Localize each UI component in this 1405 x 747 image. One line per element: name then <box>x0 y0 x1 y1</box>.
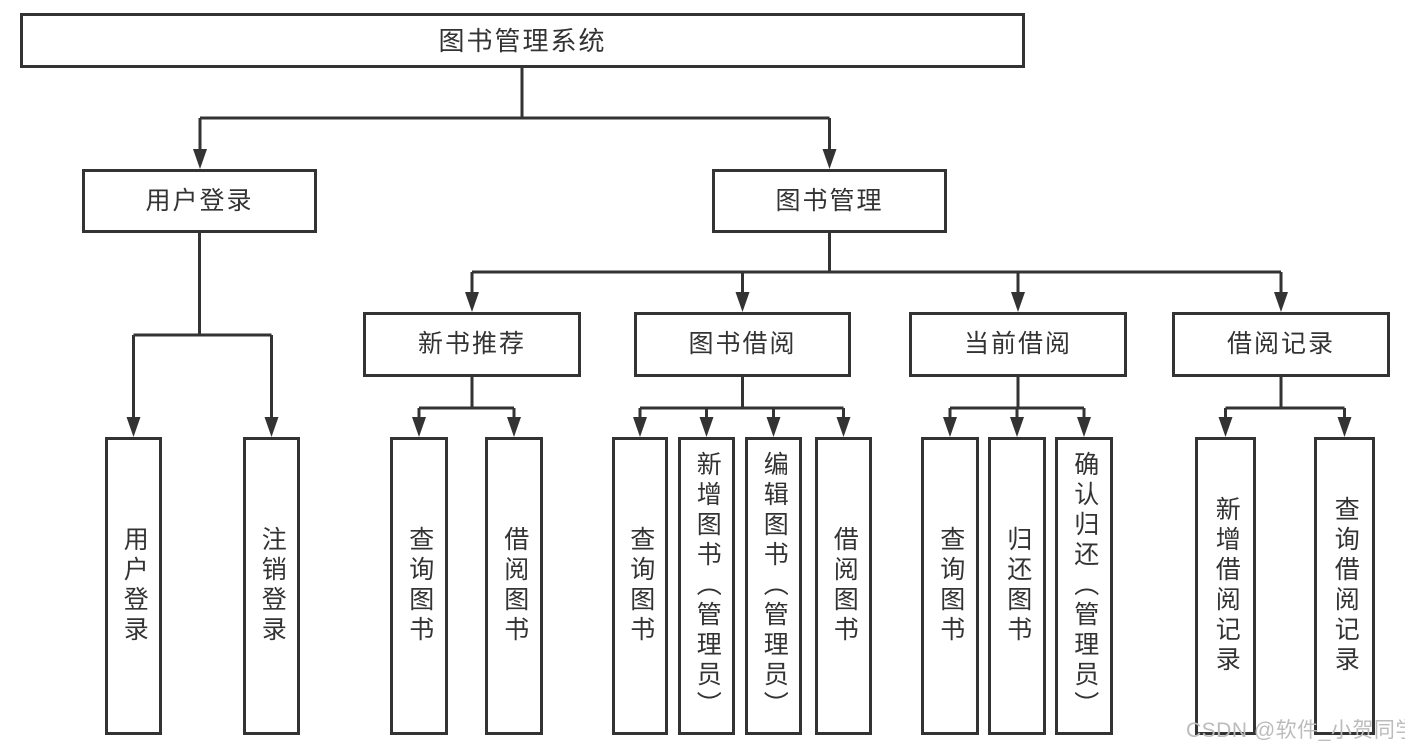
node-label: 新书推荐 <box>417 330 526 358</box>
connector-arrowhead <box>735 292 750 312</box>
connector-arrowhead <box>264 417 279 437</box>
leaf-confirm-return-admin: 确认归还（管理员） <box>1055 437 1113 735</box>
node-label: 查询图书 <box>936 526 965 646</box>
node-label: 用户登录 <box>120 526 149 646</box>
connector-arrowhead <box>1337 417 1352 437</box>
node-label: 图书管理系统 <box>438 25 607 56</box>
connector-arrowhead <box>836 417 851 437</box>
node-label: 确认归还（管理员） <box>1070 451 1099 721</box>
csdn-watermark: CSDN @软件_小贺同学 <box>1186 719 1405 742</box>
leaf-query-borrow-record: 查询借阅记录 <box>1314 437 1375 735</box>
connector-arrowhead <box>943 417 957 437</box>
node-label: 编辑图书（管理员） <box>760 451 789 721</box>
connector-arrowhead <box>412 417 426 437</box>
node-borrowing-records: 借阅记录 <box>1172 312 1390 377</box>
connector-arrowhead <box>1218 417 1233 437</box>
node-user-login: 用户登录 <box>82 169 317 233</box>
connector-arrowhead <box>1274 292 1288 312</box>
leaf-return-book: 归还图书 <box>988 437 1046 735</box>
node-label: 图书管理 <box>775 186 884 215</box>
leaf-logout: 注销登录 <box>243 437 300 735</box>
node-library-management-system: 图书管理系统 <box>20 13 1025 68</box>
node-label: 查询图书 <box>626 526 655 646</box>
leaf-query-books-borrowing: 查询图书 <box>612 437 668 735</box>
node-label: 当前借阅 <box>963 330 1072 358</box>
node-label: 查询图书 <box>405 526 434 646</box>
connector-arrowhead <box>193 149 207 169</box>
leaf-borrow-books-borrowing: 借阅图书 <box>815 437 872 735</box>
node-label: 归还图书 <box>1003 526 1032 646</box>
node-book-management: 图书管理 <box>712 169 947 233</box>
node-new-book-recommendation: 新书推荐 <box>363 312 581 377</box>
node-current-borrowing: 当前借阅 <box>909 312 1127 377</box>
node-label: 新增图书（管理员） <box>693 451 722 721</box>
leaf-add-book-admin: 新增图书（管理员） <box>678 437 735 735</box>
connector-arrowhead <box>465 292 479 312</box>
leaf-edit-book-admin: 编辑图书（管理员） <box>745 437 802 735</box>
node-label: 新增借阅记录 <box>1212 496 1241 676</box>
connector-arrowhead <box>633 417 647 437</box>
connector-arrowhead <box>1077 417 1091 437</box>
connector-arrowhead <box>1010 417 1024 437</box>
node-label: 用户登录 <box>145 186 254 215</box>
connector-arrowhead <box>699 417 714 437</box>
node-label: 借阅记录 <box>1226 330 1335 358</box>
node-label: 图书借阅 <box>688 330 797 358</box>
node-label: 查询借阅记录 <box>1331 496 1360 676</box>
leaf-query-books-recommend: 查询图书 <box>390 437 448 735</box>
connector-arrowhead <box>126 417 141 437</box>
leaf-query-books-current: 查询图书 <box>921 437 979 735</box>
connector-arrowhead <box>507 417 521 437</box>
node-label: 借阅图书 <box>500 526 529 646</box>
leaf-user-login: 用户登录 <box>105 437 162 735</box>
node-label: 借阅图书 <box>830 526 859 646</box>
leaf-borrow-books-recommend: 借阅图书 <box>485 437 543 735</box>
connector-arrowhead <box>822 149 837 169</box>
node-label: 注销登录 <box>258 526 287 646</box>
leaf-add-borrow-record: 新增借阅记录 <box>1195 437 1256 735</box>
connector-arrowhead <box>766 417 781 437</box>
connector-arrowhead <box>1011 292 1025 312</box>
node-book-borrowing: 图书借阅 <box>634 312 851 377</box>
